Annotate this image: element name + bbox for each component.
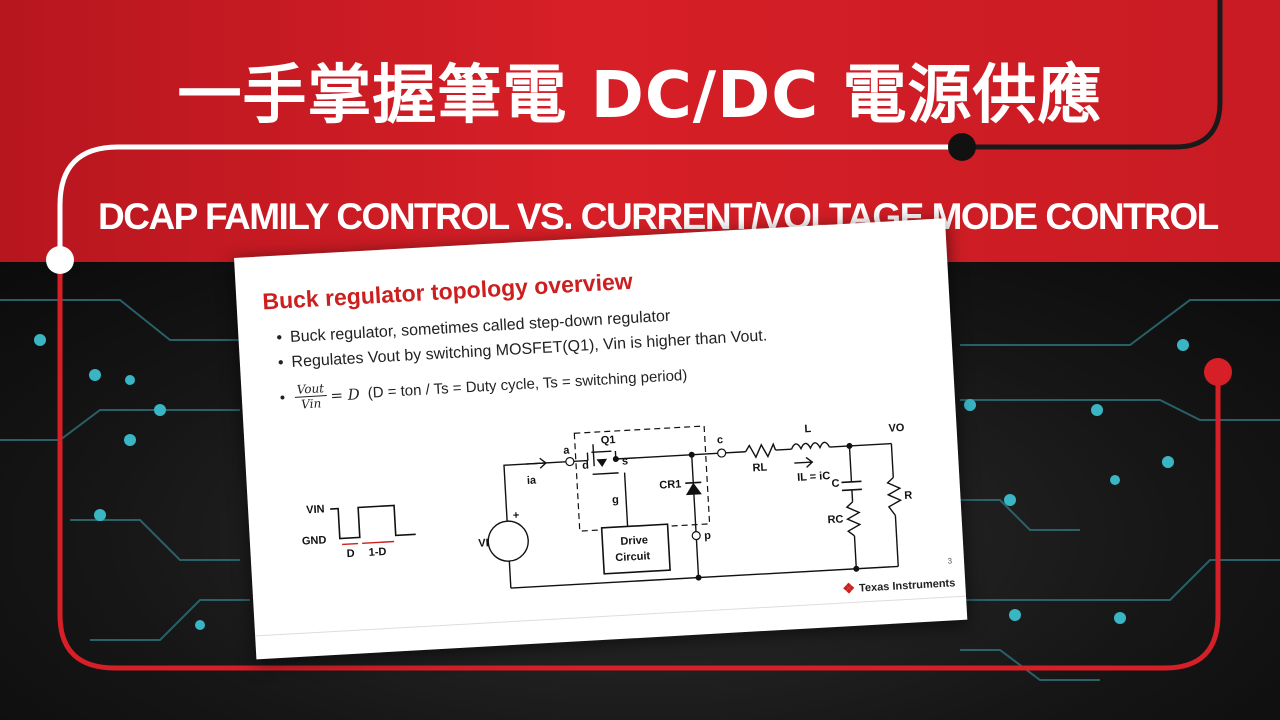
node-c-label: c xyxy=(717,434,724,446)
drive-circuit-box xyxy=(600,523,671,575)
rl-label: RL xyxy=(752,462,768,475)
d-label: D xyxy=(346,548,355,560)
resistor-rc xyxy=(845,501,862,537)
main-title: 一手掌握筆電 DC/DC 電源供應 xyxy=(177,59,1103,133)
header-band xyxy=(0,0,1280,262)
ia-label: ia xyxy=(527,474,538,487)
il-label: IL = iC xyxy=(797,470,831,484)
subtitle: DCAP FAMILY CONTROL VS. CURRENT/VOLTAGE … xyxy=(98,196,1219,237)
circuit-label: Circuit xyxy=(615,550,651,564)
vin-label: VIN xyxy=(306,503,325,516)
current-arrow-ia xyxy=(525,457,548,469)
pwm-waveform: VIN GND D 1-D xyxy=(302,503,416,560)
one-minus-d-label: 1-D xyxy=(368,546,386,559)
node-d-label: d xyxy=(582,460,589,472)
voltage-source xyxy=(487,520,529,562)
node-p-label: p xyxy=(704,530,712,542)
plus-label: + xyxy=(512,509,519,521)
mosfet-q1 xyxy=(591,444,619,476)
r-label: R xyxy=(904,490,913,502)
inductor-l xyxy=(790,441,831,451)
circuit-wires xyxy=(503,442,899,589)
capacitor-label: C xyxy=(831,478,840,490)
gnd-label: GND xyxy=(302,534,327,547)
q1-label: Q1 xyxy=(600,434,615,447)
circuit-nodes xyxy=(612,442,860,581)
buck-diagram: VIN GND D 1-D xyxy=(302,422,913,589)
slide-image: Buck regulator topology overview Buck re… xyxy=(234,218,968,660)
cr1-label: CR1 xyxy=(659,478,682,491)
page-number: 3 xyxy=(947,556,953,566)
ti-logo-text: Texas Instruments xyxy=(858,576,956,595)
node-s-label: s xyxy=(622,455,629,467)
current-arrow-il xyxy=(794,456,814,468)
ti-logo-icon: ❖ xyxy=(842,579,856,597)
capacitor-c xyxy=(841,480,862,492)
rc-label: RC xyxy=(827,513,844,526)
open-terminals xyxy=(565,448,727,541)
resistor-rl xyxy=(745,442,777,459)
drive-label: Drive xyxy=(620,534,648,548)
resistor-r xyxy=(886,477,903,516)
inductor-label: L xyxy=(804,423,812,435)
node-g-label: g xyxy=(612,494,619,506)
switch-dashed-box xyxy=(573,425,711,532)
diode-cr1 xyxy=(685,481,702,496)
node-a-label: a xyxy=(563,445,571,457)
vo-label: VO xyxy=(888,422,905,435)
vi-label: VI xyxy=(478,537,489,550)
